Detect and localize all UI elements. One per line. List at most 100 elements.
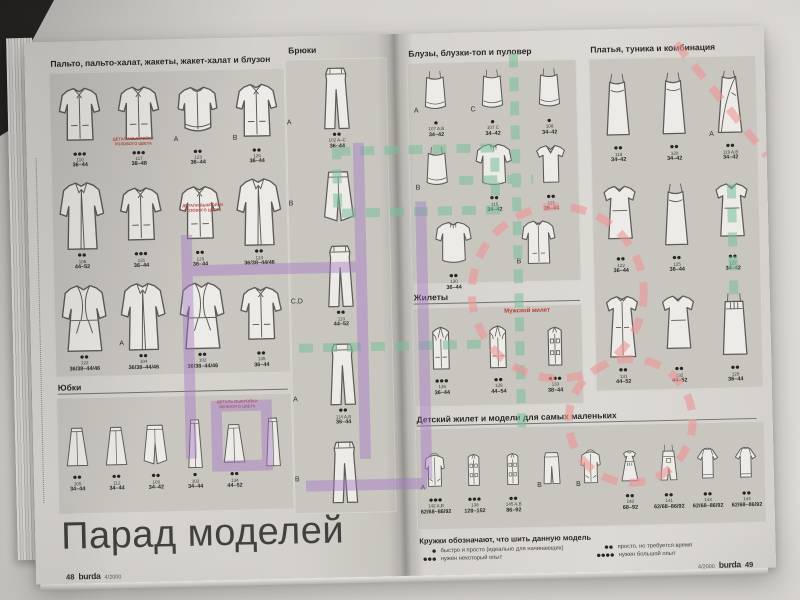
issue-number: 4/2000 [697,563,715,571]
size-range: 44–52 [227,482,243,490]
section-header-dresses: Платья, туника и комбинация [590,41,716,55]
size-range: 34–42 [725,265,741,272]
garment-sketch-top [412,62,459,121]
size-range: 34–44 [70,486,86,493]
brand-logo-burda: burda [78,570,101,582]
garment-sketch-skirtlong [177,416,212,473]
garment-sketch-kidsvest [457,442,490,497]
size-range: 36/38–44/46 [69,365,101,373]
size-range: 36–44 [192,261,209,268]
garment-sketch-kidsdress [613,438,646,493]
garment-item: B [574,439,608,512]
mens-vest-red-label: Мужской жилет [504,307,550,315]
difficulty-dots: ●●● [423,557,437,563]
garment-sketch-coat [56,178,108,253]
size-range: 34–42 [487,206,503,214]
size-range: 36–44 [329,142,346,150]
garment-sketch-pants [320,341,365,408]
garment-sketch-slipdress [595,63,641,146]
garment-sketch-kidsvest [496,441,529,496]
garment-letter: B [516,258,522,266]
garment-letter: B [294,476,300,484]
size-range: 36–44 [254,361,270,369]
size-range: 34–44 [109,485,125,492]
garment-sketch-shirt [514,212,561,271]
page-number: 49 [744,560,754,570]
size-range: 44–52 [672,377,688,384]
garment-sketch-skirt [98,417,133,474]
size-range: 34–42 [611,156,627,164]
garment-sketch-blouse [470,137,517,196]
garment-letter: B [575,481,581,489]
page-left: Пальто, пальто-халат, жакеты, жакет-хала… [23,34,407,585]
garment-letter: A [173,136,179,144]
size-range: 38–44 [547,386,564,394]
size-range: 36–44 [613,267,629,275]
garment-sketch-coat [233,174,285,249]
panel-coats: ДЕТАЛИ ВЫКРОЙКИ РОЗОВОГО ЦВЕТА ДЕТАЛИ ВЫ… [48,67,292,378]
garment-item: B [535,440,569,513]
garment-item: B [514,212,562,289]
garment-letter: A [420,484,426,492]
size-range: 36–44 [434,389,451,396]
size-range: 62/68–86/92 [420,508,452,516]
size-range: 36–44 [728,376,744,383]
size-range: 34–42 [148,484,165,491]
size-range: 36/38–44/46 [187,362,219,370]
pattern-sheet-note: ДЕТАЛИ ВЫКРОЙКИ РОЗОВОГО ЦВЕТА [112,135,154,147]
size-range: 36–44 [249,158,265,165]
size-range: 36–44 [72,162,88,169]
garment-sketch-vest [476,316,519,377]
size-range: 62/68–86/92 [692,502,724,509]
garment-letter: C,D [290,297,304,306]
garment-sketch-slipdress [651,62,697,145]
section-header-vests: Жилеты [414,289,580,306]
size-range: 44–52 [333,321,350,328]
garment-item: B [414,138,462,215]
garment-sketch-jacket [115,177,167,252]
garment-sketch-kidsromper [652,437,685,492]
garment-sketch-culottes [316,163,361,230]
size-range: 44–52 [616,378,632,386]
garment-letter: A [293,395,298,404]
garment-sketch-pants [314,65,359,132]
